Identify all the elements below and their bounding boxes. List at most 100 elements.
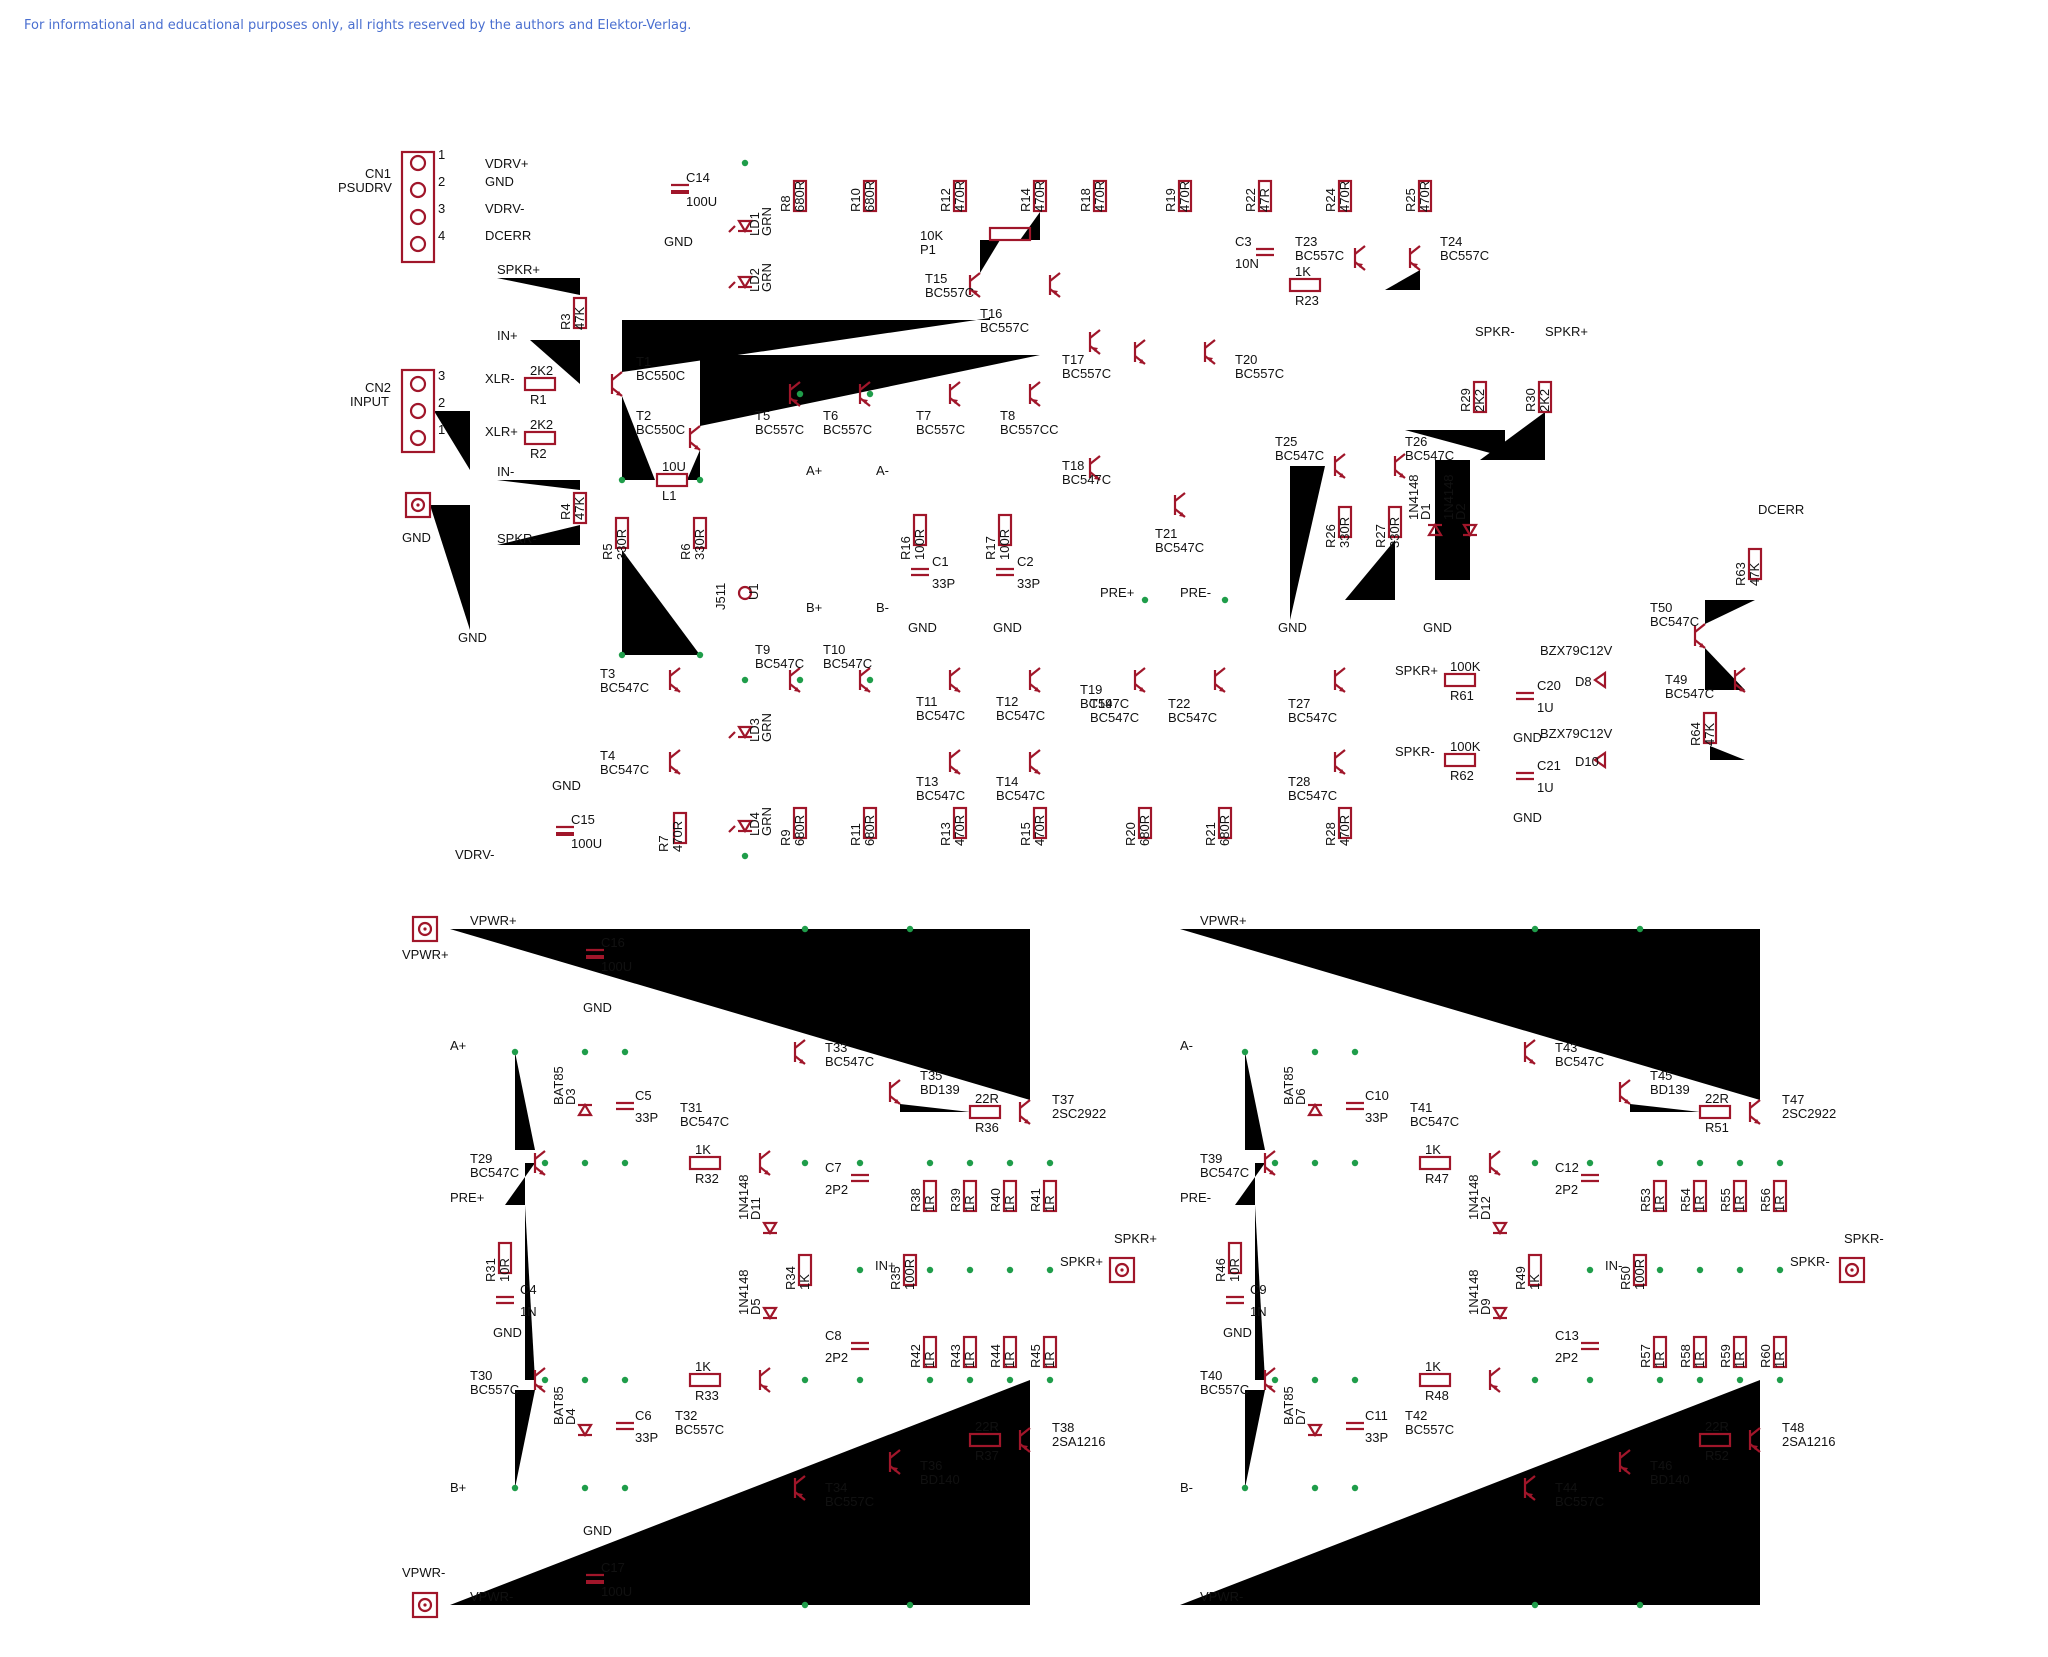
net-xlr-pos: XLR+ <box>485 424 518 439</box>
r63-value: 47K <box>1747 563 1762 586</box>
transistor-collector <box>789 667 801 677</box>
d7-ref: D7 <box>1293 1408 1308 1425</box>
r28-ref: R28 <box>1323 822 1338 846</box>
c8-value: 2P2 <box>825 1350 848 1365</box>
transistor-t18 <box>1088 455 1101 481</box>
junction <box>1006 1376 1014 1384</box>
transistor-t28 <box>1333 749 1346 775</box>
t25-value: BC547C <box>1275 448 1324 463</box>
resistor-r6 <box>692 516 708 550</box>
d11-ref: D11 <box>748 1197 763 1220</box>
resistor-r22 <box>1257 179 1273 213</box>
t31-value: BC547C <box>680 1114 729 1129</box>
r52-value: 22R <box>1705 1419 1729 1434</box>
junction <box>926 1266 934 1274</box>
wire <box>687 450 700 480</box>
transistor-collector <box>1264 1367 1276 1377</box>
d1-ref: D1 <box>1418 503 1433 520</box>
r33-ref: R33 <box>695 1388 719 1403</box>
transistor-collector <box>759 1367 771 1377</box>
transistor-arrow <box>537 1385 543 1390</box>
diode-d2 <box>1462 523 1478 538</box>
junction <box>1351 1048 1359 1056</box>
junction <box>1046 1266 1054 1274</box>
t13-value: BC547C <box>916 788 965 803</box>
t7-ref: T7 <box>916 408 931 423</box>
r23-value: 1K <box>1295 264 1311 279</box>
ld2-value: GRN <box>759 263 774 292</box>
transistor-collector <box>1749 1099 1761 1109</box>
junction <box>511 1048 519 1056</box>
transistor-t5 <box>788 381 801 407</box>
junction <box>1531 1159 1539 1167</box>
c14-ref: C14 <box>686 170 710 185</box>
transistor-collector <box>1619 1079 1631 1089</box>
wire <box>1435 460 1505 580</box>
transistor-collector <box>689 425 701 435</box>
junction <box>1586 1159 1594 1167</box>
t42-value: BC557C <box>1405 1422 1454 1437</box>
wire <box>530 340 580 384</box>
r21-ref: R21 <box>1203 822 1218 846</box>
r31-value: 10R <box>497 1258 512 1282</box>
transistor-arrow <box>1399 473 1405 478</box>
t24-value: BC557C <box>1440 248 1489 263</box>
r44-value: 1R <box>1002 1351 1017 1368</box>
r45-ref: R45 <box>1028 1344 1043 1368</box>
r20-ref: R20 <box>1123 822 1138 846</box>
d12-value: 1N4148 <box>1466 1174 1481 1220</box>
vpwr-pos-terminal <box>411 915 439 943</box>
transistor-arrow <box>1139 687 1145 692</box>
t39-ref: T39 <box>1200 1151 1222 1166</box>
net-pre-pos: PRE+ <box>1100 585 1134 600</box>
junction <box>511 1484 519 1492</box>
junction <box>856 1376 864 1384</box>
vpwr-neg-terminal-label: VPWR- <box>402 1565 445 1580</box>
resistor-r28 <box>1337 806 1353 840</box>
t45-ref: T45 <box>1650 1068 1672 1083</box>
r26-ref: R26 <box>1323 524 1338 548</box>
r42-value: 1R <box>922 1351 937 1368</box>
diode-body <box>762 1306 778 1321</box>
spkr-terminal-label: SPKR- <box>1844 1231 1884 1246</box>
ld4-value: GRN <box>759 807 774 836</box>
ld4-ref: LD4 <box>747 812 762 836</box>
junction <box>1241 1048 1249 1056</box>
net-vpwr-pos: VPWR+ <box>470 913 517 928</box>
r49-value: 1K <box>1527 1274 1542 1290</box>
t22-value: BC547C <box>1168 710 1217 725</box>
junction <box>1351 1376 1359 1384</box>
junction <box>581 1048 589 1056</box>
junction <box>1006 1159 1014 1167</box>
transistor-t4 <box>668 749 681 775</box>
net-gnd-c1: GND <box>908 620 937 635</box>
t38-value: 2SA1216 <box>1052 1434 1106 1449</box>
transistor-collector <box>1334 667 1346 677</box>
transistor-collector <box>1489 1150 1501 1160</box>
transistor-collector <box>611 371 623 381</box>
net-vpwr-pos: VPWR+ <box>1200 913 1247 928</box>
t20-value: BC557C <box>1235 366 1284 381</box>
diode-d1 <box>1427 522 1443 537</box>
r37-value: 22R <box>975 1419 999 1434</box>
t38-ref: T38 <box>1052 1420 1074 1435</box>
r64-ref: R64 <box>1688 722 1703 746</box>
t17-ref: T17 <box>1062 352 1084 367</box>
transistor-arrow <box>539 1170 545 1175</box>
r9-value: 680R <box>792 815 807 846</box>
r5-value: 330R <box>614 529 629 560</box>
transistor-arrow <box>1622 1467 1628 1472</box>
resistor-r37 <box>968 1432 1002 1448</box>
transistor-t16 <box>1048 272 1061 298</box>
net-a-pos: A+ <box>806 463 822 478</box>
transistor-collector <box>949 749 961 759</box>
r55-value: 1R <box>1732 1195 1747 1212</box>
d3-value: BAT85 <box>551 1066 566 1105</box>
terminal-hole <box>417 1597 433 1613</box>
resistor-r57 <box>1652 1335 1668 1369</box>
t16-ref: T16 <box>980 306 1002 321</box>
connector-pin <box>409 208 427 226</box>
r57-ref: R57 <box>1638 1344 1653 1368</box>
gnd-terminal <box>404 491 432 519</box>
r50-ref: R50 <box>1618 1266 1633 1290</box>
